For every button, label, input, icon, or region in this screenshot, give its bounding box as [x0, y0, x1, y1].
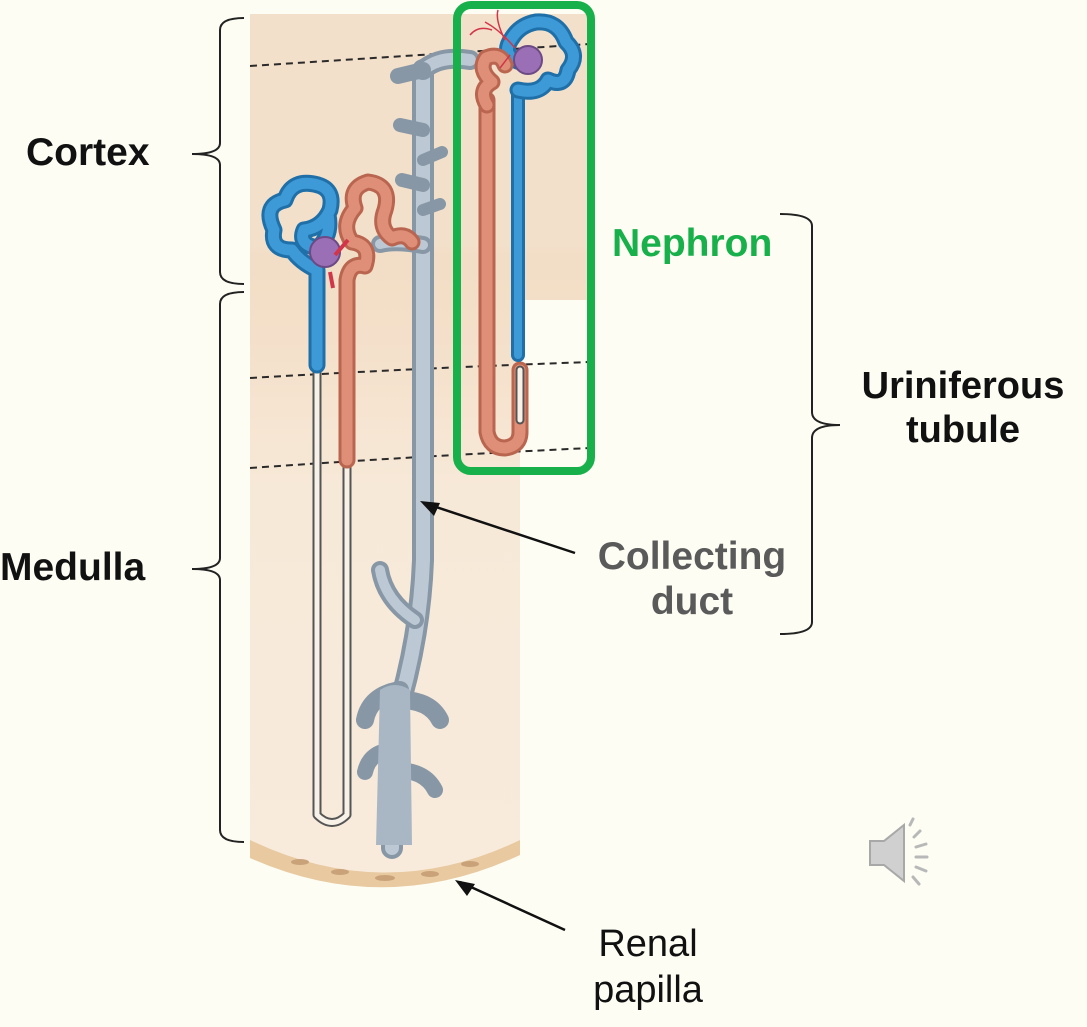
right-nephron	[474, 13, 582, 457]
label-collecting-line2: duct	[650, 579, 734, 623]
collecting-duct-base	[376, 685, 412, 845]
label-uriniferous-line1: Uriniferous	[861, 365, 1065, 407]
right-glomerulus	[513, 45, 543, 75]
label-renal-line1: Renal	[598, 923, 698, 965]
pointer-arrows	[423, 501, 576, 932]
label-nephron: Nephron	[612, 222, 773, 265]
label-collecting-line1: Collecting	[597, 535, 787, 578]
brackets	[191, 17, 841, 843]
label-renal-papilla: Renal papilla	[548, 922, 748, 1013]
label-collecting-duct: Collecting duct	[572, 535, 812, 625]
arrowheads	[420, 501, 475, 896]
nephron-highlight-box	[453, 1, 595, 475]
left-nephron	[261, 173, 421, 827]
label-medulla: Medulla	[0, 546, 146, 589]
label-renal-line2: papilla	[593, 968, 703, 1011]
speaker-icon[interactable]	[866, 817, 946, 894]
papilla-pores	[291, 859, 479, 881]
label-uriniferous-line2: tubule	[906, 408, 1020, 451]
arteriole-vessels	[469, 9, 516, 69]
renal-papilla-shape	[250, 840, 520, 888]
label-uriniferous-tubule: Uriniferous tubule	[832, 365, 1087, 452]
label-cortex: Cortex	[26, 131, 150, 174]
